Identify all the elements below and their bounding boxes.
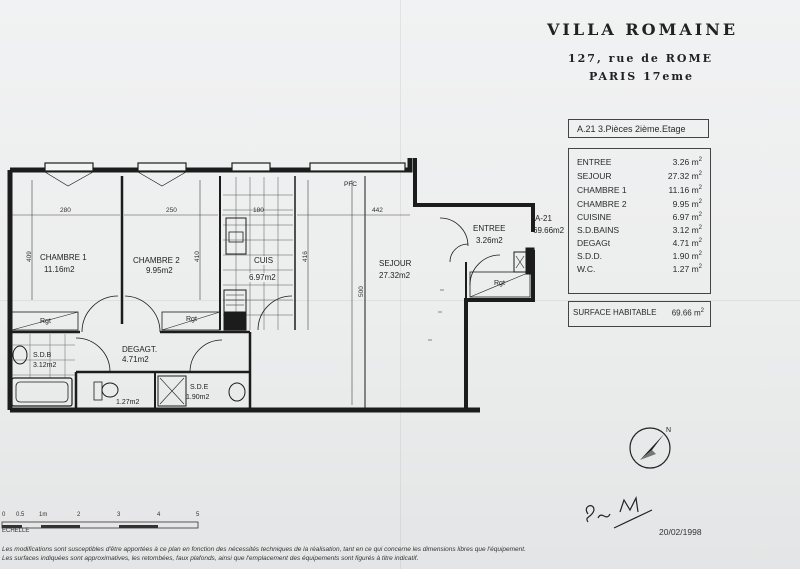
room-label-sejour: SEJOUR (379, 259, 412, 268)
surface-total-box: SURFACE HABITABLE 69.66 m2 (568, 301, 711, 327)
room-label-sde: S.D.E (190, 384, 209, 391)
room-area-wc: 1.27m2 (116, 399, 140, 406)
room-label-cuisine: CUIS (254, 256, 274, 265)
paper-fold (0, 300, 800, 301)
table-row: CHAMBRE 1 11.16 m2 (577, 185, 702, 197)
room-name: S.D.BAINS (577, 225, 620, 235)
scale-tick-label: 4 (157, 512, 161, 518)
north-compass-icon: N (629, 427, 671, 469)
table-row: SEJOUR 27.32 m2 (577, 171, 702, 183)
table-row: S.D.D. 1.90 m2 (577, 251, 702, 263)
scale-tick-label: 3 (117, 512, 121, 518)
table-row: W.C. 1.27 m2 (577, 264, 702, 276)
room-name: ENTREE (577, 157, 612, 167)
room-name: SEJOUR (577, 171, 612, 181)
surface-table-heading: A.21 3.Pièces 2ième.Etage (568, 119, 709, 138)
scale-tick-label: 5 (196, 512, 200, 518)
scale-bar-graphic (1, 521, 199, 529)
scale-tick-label: 2 (77, 512, 81, 518)
dimension-label: 410 (194, 251, 201, 262)
room-area-degagt: 4.71m2 (122, 355, 149, 364)
scale-tick-label: 0 (2, 512, 6, 518)
surface-table: ENTREE 3.26 m2 SEJOUR 27.32 m2 CHAMBRE 1… (568, 148, 711, 294)
storage-label: Rgt (494, 280, 505, 287)
room-area: 3.26 m2 (672, 157, 702, 167)
apartment-area: 69.66m2 (533, 226, 565, 235)
disclaimer-line: Les modifications sont susceptibles d'êt… (2, 546, 526, 553)
total-label: SURFACE HABITABLE (573, 308, 657, 317)
room-area: 11.16 m2 (668, 185, 702, 195)
storage-label: Rgt (186, 316, 197, 323)
room-area-entree: 3.26m2 (476, 236, 503, 245)
table-row: ENTREE 3.26 m2 (577, 157, 702, 169)
table-row: CUISINE 6.97 m2 (577, 212, 702, 224)
room-area-chambre2: 9.95m2 (146, 266, 173, 275)
room-name: W.C. (577, 264, 596, 274)
room-name: CUISINE (577, 212, 612, 222)
table-row: DEGAGt 4.71 m2 (577, 238, 702, 250)
room-area: 4.71 m2 (672, 238, 702, 248)
room-name: DEGAGt (577, 238, 611, 248)
dimension-label: 250 (166, 207, 177, 214)
room-area-cuisine: 6.97m2 (249, 273, 276, 282)
storage-label: Rgt (40, 318, 51, 325)
total-value: 69.66 m2 (671, 308, 704, 318)
room-label-chambre1: CHAMBRE 1 (40, 253, 87, 262)
paper-fold (400, 0, 401, 569)
room-name: CHAMBRE 1 (577, 185, 627, 195)
disclaimer-line: Les surfaces indiquées sont approximativ… (2, 555, 419, 562)
building-address: 127, rue de ROME (568, 52, 714, 65)
handwritten-signature (585, 496, 653, 529)
scale-tick-label: 0.5 (16, 512, 25, 518)
room-area: 9.95 m2 (672, 199, 702, 209)
apartment-code: A-21 (535, 214, 552, 223)
room-area-sdb: 3.12m2 (33, 362, 57, 369)
room-label-degagt: DEGAGT. (122, 345, 158, 354)
compass-label: N (666, 427, 671, 434)
dimension-label: 442 (372, 207, 383, 214)
room-label-sdb: S.D.B (33, 352, 52, 359)
dimension-label: 409 (26, 251, 33, 262)
room-area-sde: 1.90m2 (186, 394, 210, 401)
room-area-chambre1: 11.16m2 (44, 265, 75, 274)
room-area: 1.27 m2 (672, 264, 702, 274)
table-row: CHAMBRE 2 9.95 m2 (577, 199, 702, 211)
building-city: PARIS 17eme (589, 70, 695, 83)
room-name: CHAMBRE 2 (577, 199, 627, 209)
room-area-sejour: 27.32m2 (379, 271, 411, 280)
scale-caption: ECHELLE (2, 528, 30, 534)
room-area: 27.32 m2 (667, 171, 702, 181)
room-area: 6.97 m2 (672, 212, 702, 222)
dimension-label: 180 (253, 207, 264, 214)
pfc-mark: PFC (344, 181, 357, 188)
table-row: S.D.BAINS 3.12 m2 (577, 225, 702, 237)
building-title: VILLA ROMAINE (547, 20, 739, 39)
room-area: 1.90 m2 (672, 251, 702, 261)
room-label-entree: ENTREE (473, 224, 506, 233)
plan-date: 20/02/1998 (659, 527, 702, 537)
room-label-chambre2: CHAMBRE 2 (133, 256, 180, 265)
dimension-label: 500 (358, 286, 365, 297)
dimension-label: 280 (60, 207, 71, 214)
dimension-label: 416 (302, 251, 309, 262)
scale-tick-label: 1m (39, 512, 48, 518)
room-area: 3.12 m2 (672, 225, 702, 235)
room-name: S.D.D. (577, 251, 603, 261)
